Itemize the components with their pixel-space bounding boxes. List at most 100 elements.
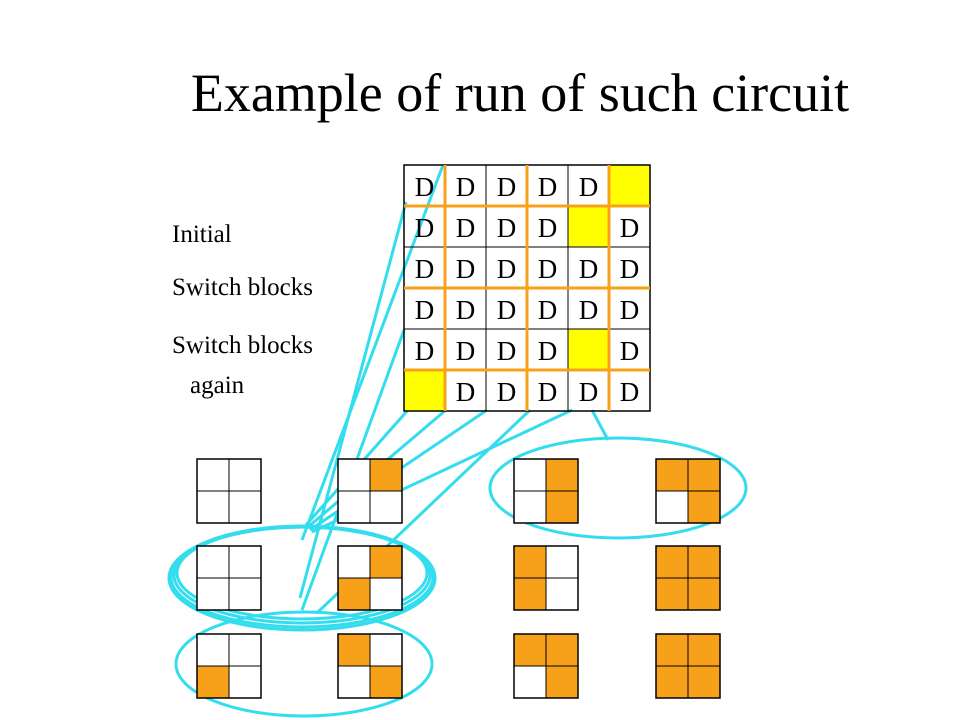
grid-cell-d: D	[415, 336, 435, 366]
grid-cell-d: D	[497, 377, 517, 407]
highlight-ellipse	[169, 525, 435, 629]
switch-block	[655, 458, 721, 524]
white-cell	[228, 577, 262, 611]
grid-cell-d: D	[620, 377, 640, 407]
block-border	[337, 458, 403, 524]
grid-cell-d: D	[538, 336, 558, 366]
label-switch-blocks: Switch blocks	[172, 274, 313, 301]
orange-cell	[337, 577, 371, 611]
grid-cell-d: D	[415, 295, 435, 325]
yellow-cell	[404, 370, 445, 411]
white-cell	[228, 490, 262, 524]
block-border	[513, 633, 579, 699]
orange-cell	[687, 458, 721, 492]
highlight-ellipse	[488, 436, 748, 540]
grid-cell-d: D	[620, 254, 640, 284]
orange-cell	[655, 458, 689, 492]
white-cell	[513, 490, 547, 524]
block-border	[196, 545, 262, 611]
grid-cell-d: D	[538, 377, 558, 407]
white-cell	[545, 577, 579, 611]
orange-cell	[196, 665, 230, 699]
switch-block	[196, 545, 262, 611]
connector-line	[300, 164, 445, 541]
grid-cell-d: D	[415, 213, 435, 243]
block-border	[337, 545, 403, 611]
block-border	[337, 633, 403, 699]
orange-cell	[369, 458, 403, 492]
white-cell	[196, 458, 230, 492]
white-cell	[545, 545, 579, 579]
block-border	[513, 458, 579, 524]
orange-cell	[545, 490, 579, 524]
block-border	[196, 458, 262, 524]
grid-cell-d: D	[497, 213, 517, 243]
yellow-cell	[568, 206, 609, 247]
orange-cell	[655, 665, 689, 699]
orange-cell	[687, 490, 721, 524]
white-cell	[196, 633, 230, 667]
white-cell	[228, 665, 262, 699]
orange-cell	[369, 665, 403, 699]
switch-block	[337, 633, 403, 699]
white-cell	[228, 633, 262, 667]
label-again: again	[190, 372, 245, 399]
white-cell	[196, 545, 230, 579]
grid-cell-d: D	[538, 213, 558, 243]
switch-block	[513, 458, 579, 524]
switch-blocks	[196, 458, 721, 699]
switch-block	[196, 633, 262, 699]
grid-cell-d: D	[497, 172, 517, 202]
switch-block	[655, 545, 721, 611]
orange-cell	[687, 577, 721, 611]
grid-cell-d: D	[456, 336, 476, 366]
white-cell	[337, 458, 371, 492]
orange-cell	[655, 633, 689, 667]
switch-block	[337, 545, 403, 611]
switch-block	[655, 633, 721, 699]
white-cell	[196, 577, 230, 611]
white-cell	[337, 490, 371, 524]
yellow-cell	[609, 165, 650, 206]
block-border	[513, 545, 579, 611]
label-initial: Initial	[172, 221, 232, 248]
grid-cell-d: D	[579, 377, 599, 407]
grid-cell-d: D	[579, 172, 599, 202]
connector-line	[298, 201, 408, 599]
white-cell	[513, 458, 547, 492]
highlight-ellipses	[167, 436, 748, 718]
grid-cell-d: D	[415, 254, 435, 284]
yellow-cell	[568, 329, 609, 370]
white-cell	[513, 665, 547, 699]
grid-cell-d: D	[538, 172, 558, 202]
orange-cell	[369, 545, 403, 579]
grid-cell-d: D	[415, 172, 435, 202]
orange-cell	[513, 545, 547, 579]
orange-cell	[513, 577, 547, 611]
switch-block	[513, 633, 579, 699]
white-cell	[369, 577, 403, 611]
connector-lines	[298, 164, 610, 614]
block-border	[196, 633, 262, 699]
white-cell	[228, 458, 262, 492]
grid-cell-d: D	[456, 213, 476, 243]
white-cell	[337, 545, 371, 579]
white-cell	[337, 665, 371, 699]
highlight-ellipse	[174, 610, 434, 718]
orange-cell	[513, 633, 547, 667]
grid-cell-d: D	[620, 336, 640, 366]
white-cell	[369, 633, 403, 667]
slide-title: Example of run of such circuit	[190, 63, 850, 123]
white-cell	[655, 490, 689, 524]
grid-cell-d: D	[497, 295, 517, 325]
connector-line	[590, 409, 610, 441]
orange-cell	[655, 577, 689, 611]
switch-block	[337, 458, 403, 524]
grid-cell-d: D	[538, 254, 558, 284]
grid-cell-d: D	[620, 213, 640, 243]
block-border	[655, 545, 721, 611]
label-switch-blocks-again: Switch blocks	[172, 332, 313, 359]
switch-block	[513, 545, 579, 611]
